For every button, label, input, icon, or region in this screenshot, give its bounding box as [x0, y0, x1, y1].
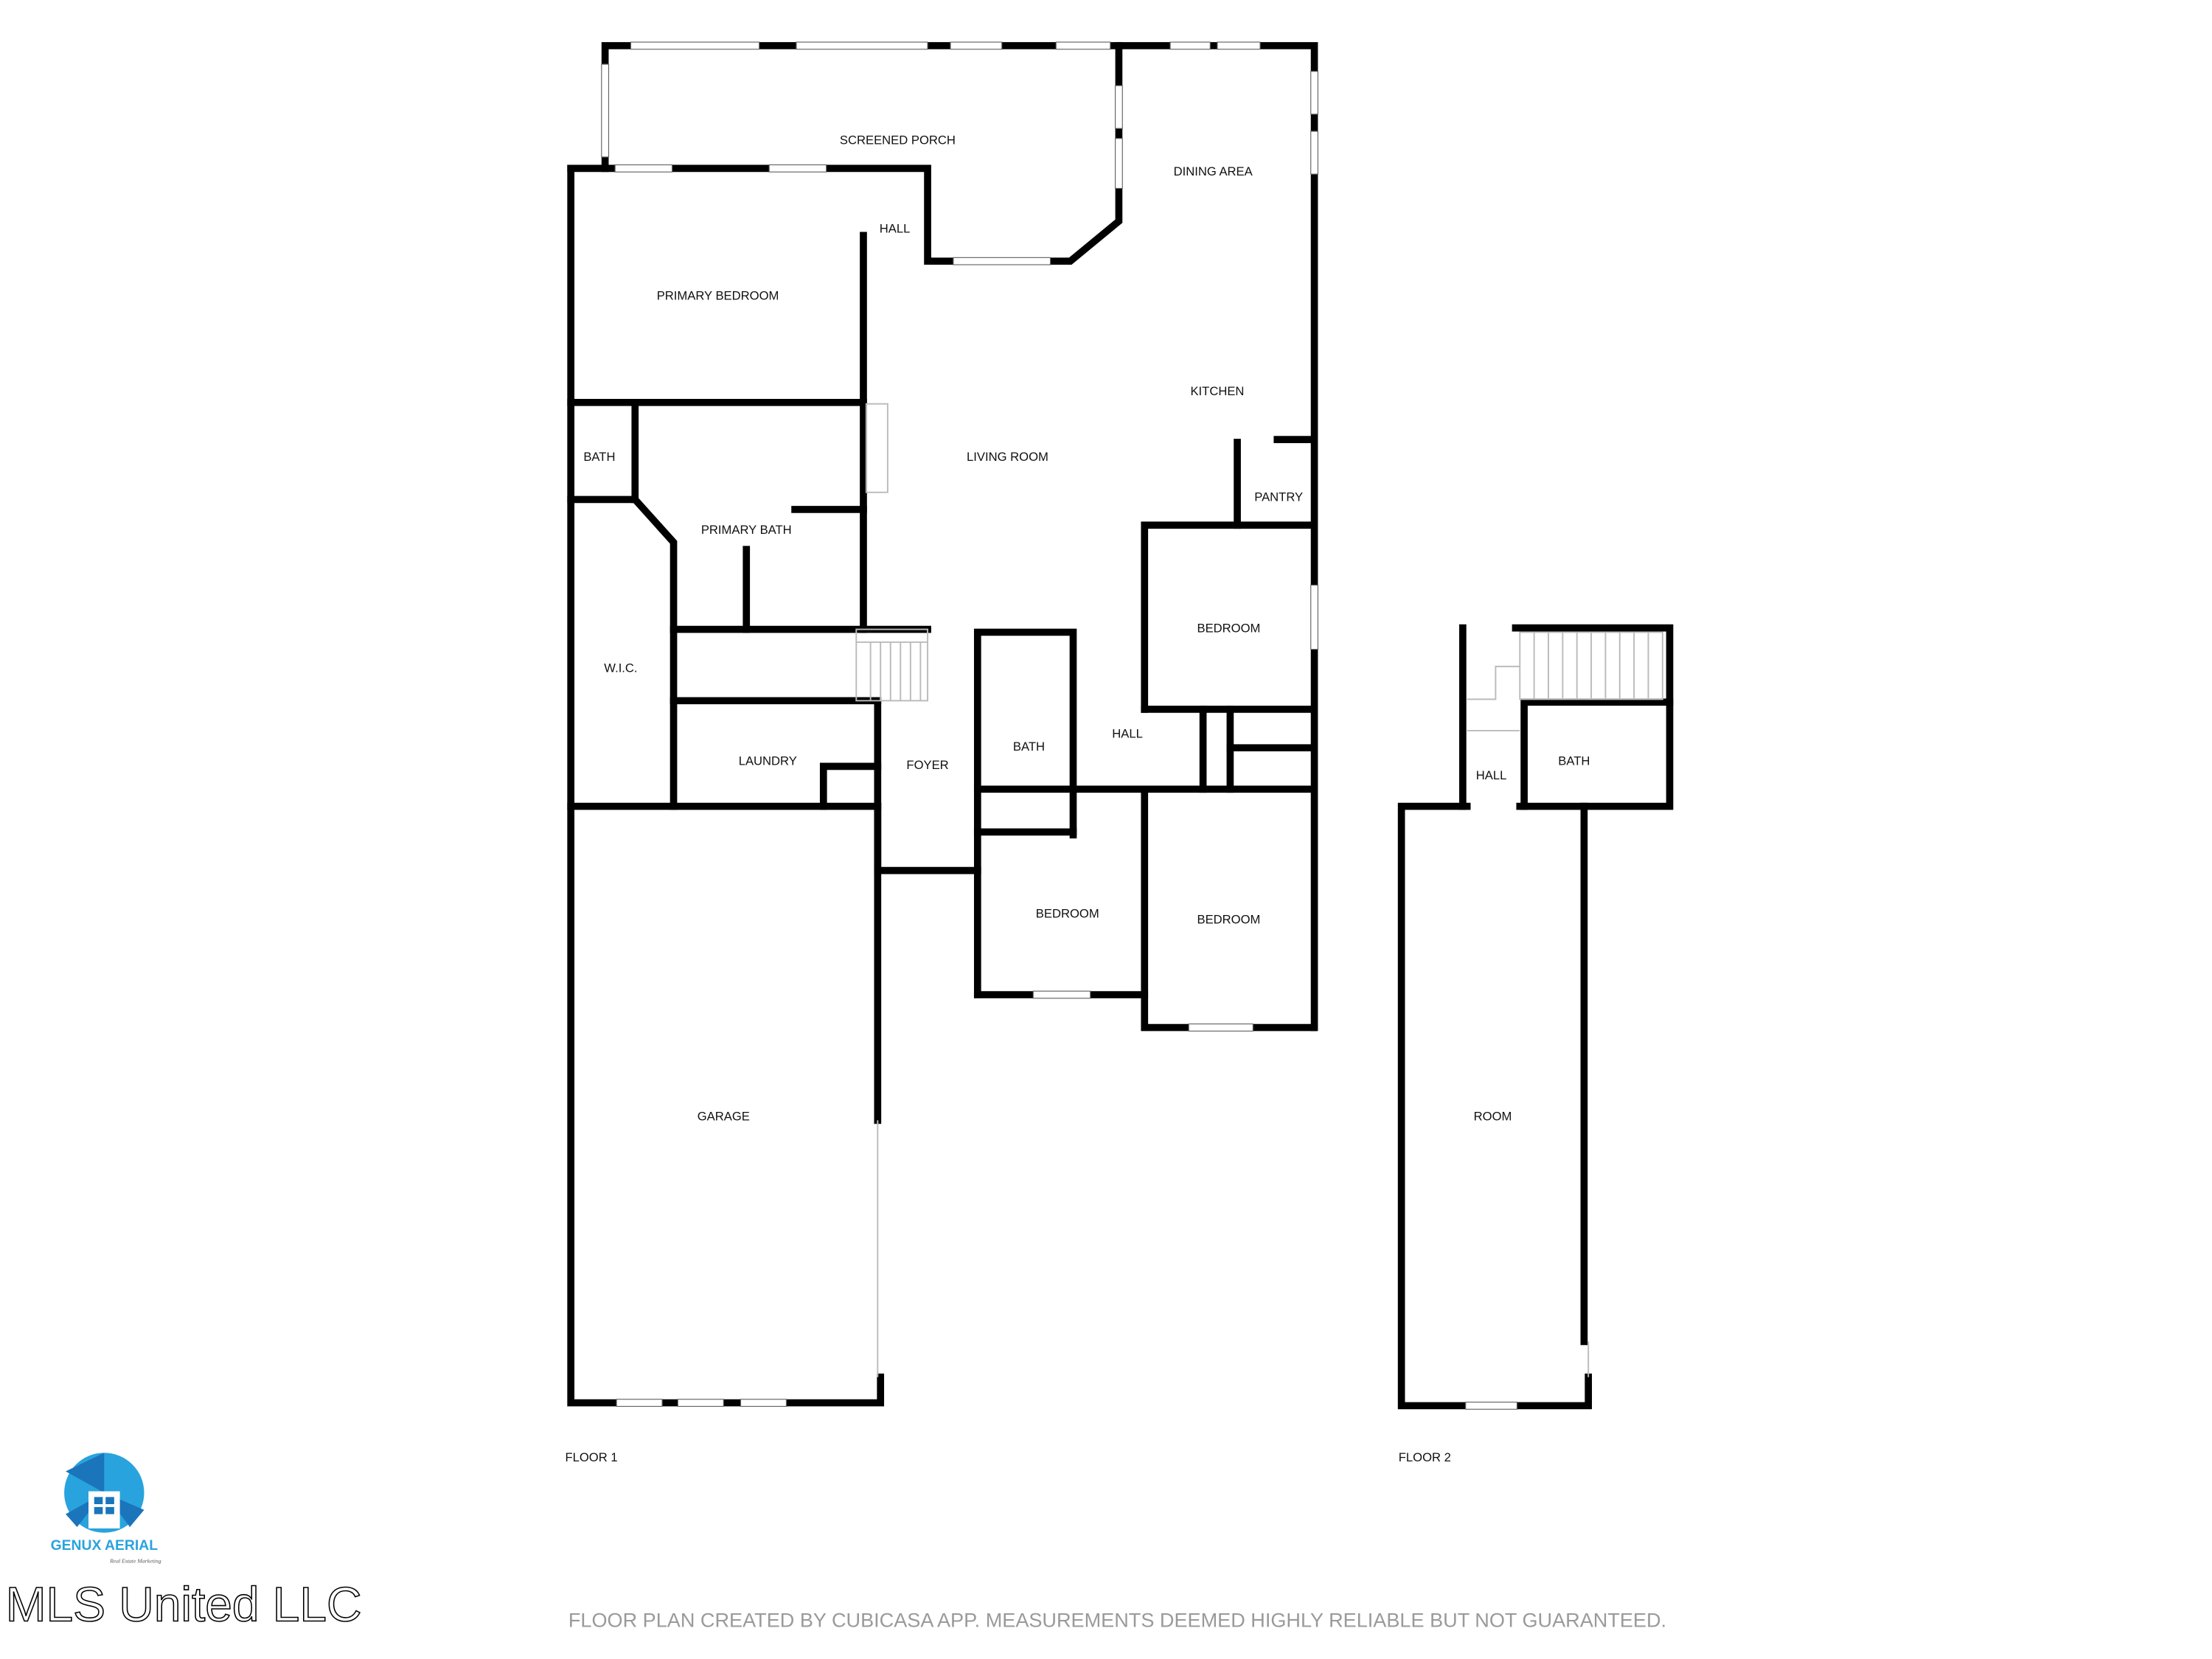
logo: GENUX AERIAL Real Estate Marketing — [51, 1453, 161, 1564]
logo-text: GENUX AERIAL — [51, 1537, 159, 1554]
label-wic: W.I.C. — [604, 661, 637, 675]
label-bedroom: BEDROOM — [1197, 621, 1260, 635]
floor-1-label: FLOOR 1 — [565, 1450, 617, 1464]
label-primary-bath: PRIMARY BATH — [701, 523, 792, 537]
label-dining-area: DINING AREA — [1174, 164, 1253, 178]
stairs-floor-2 — [1467, 631, 1663, 731]
watermark: MLS United LLC — [6, 1577, 362, 1632]
label-hall: HALL — [880, 221, 911, 235]
label-garage: GARAGE — [698, 1109, 750, 1123]
label-room: ROOM — [1474, 1109, 1512, 1123]
floor-2-walls — [1397, 624, 1674, 1410]
stairs-floor-1 — [855, 628, 929, 702]
fireplace — [865, 403, 888, 493]
label-bedroom: BEDROOM — [1036, 907, 1099, 921]
label-primary-bedroom: PRIMARY BEDROOM — [657, 288, 779, 302]
label-bath: BATH — [583, 450, 615, 464]
label-living-room: LIVING ROOM — [967, 450, 1048, 464]
room-labels: SCREENED PORCH DINING AREA HALL PRIMARY … — [565, 133, 1590, 1464]
label-screened-porch: SCREENED PORCH — [840, 133, 956, 147]
label-bath: BATH — [1558, 754, 1590, 768]
floor-2-label: FLOOR 2 — [1399, 1450, 1451, 1464]
label-laundry: LAUNDRY — [739, 754, 797, 768]
label-hall: HALL — [1476, 768, 1507, 782]
label-pantry: PANTRY — [1254, 490, 1303, 504]
logo-tagline: Real Estate Marketing — [109, 1557, 161, 1564]
disclaimer: FLOOR PLAN CREATED BY CUBICASA APP. MEAS… — [568, 1608, 1666, 1631]
label-bath: BATH — [1013, 740, 1045, 754]
label-hall: HALL — [1112, 727, 1143, 741]
label-kitchen: KITCHEN — [1190, 384, 1244, 398]
floor-1-walls — [567, 41, 1319, 1408]
label-bedroom: BEDROOM — [1197, 912, 1260, 926]
label-foyer: FOYER — [906, 758, 948, 772]
